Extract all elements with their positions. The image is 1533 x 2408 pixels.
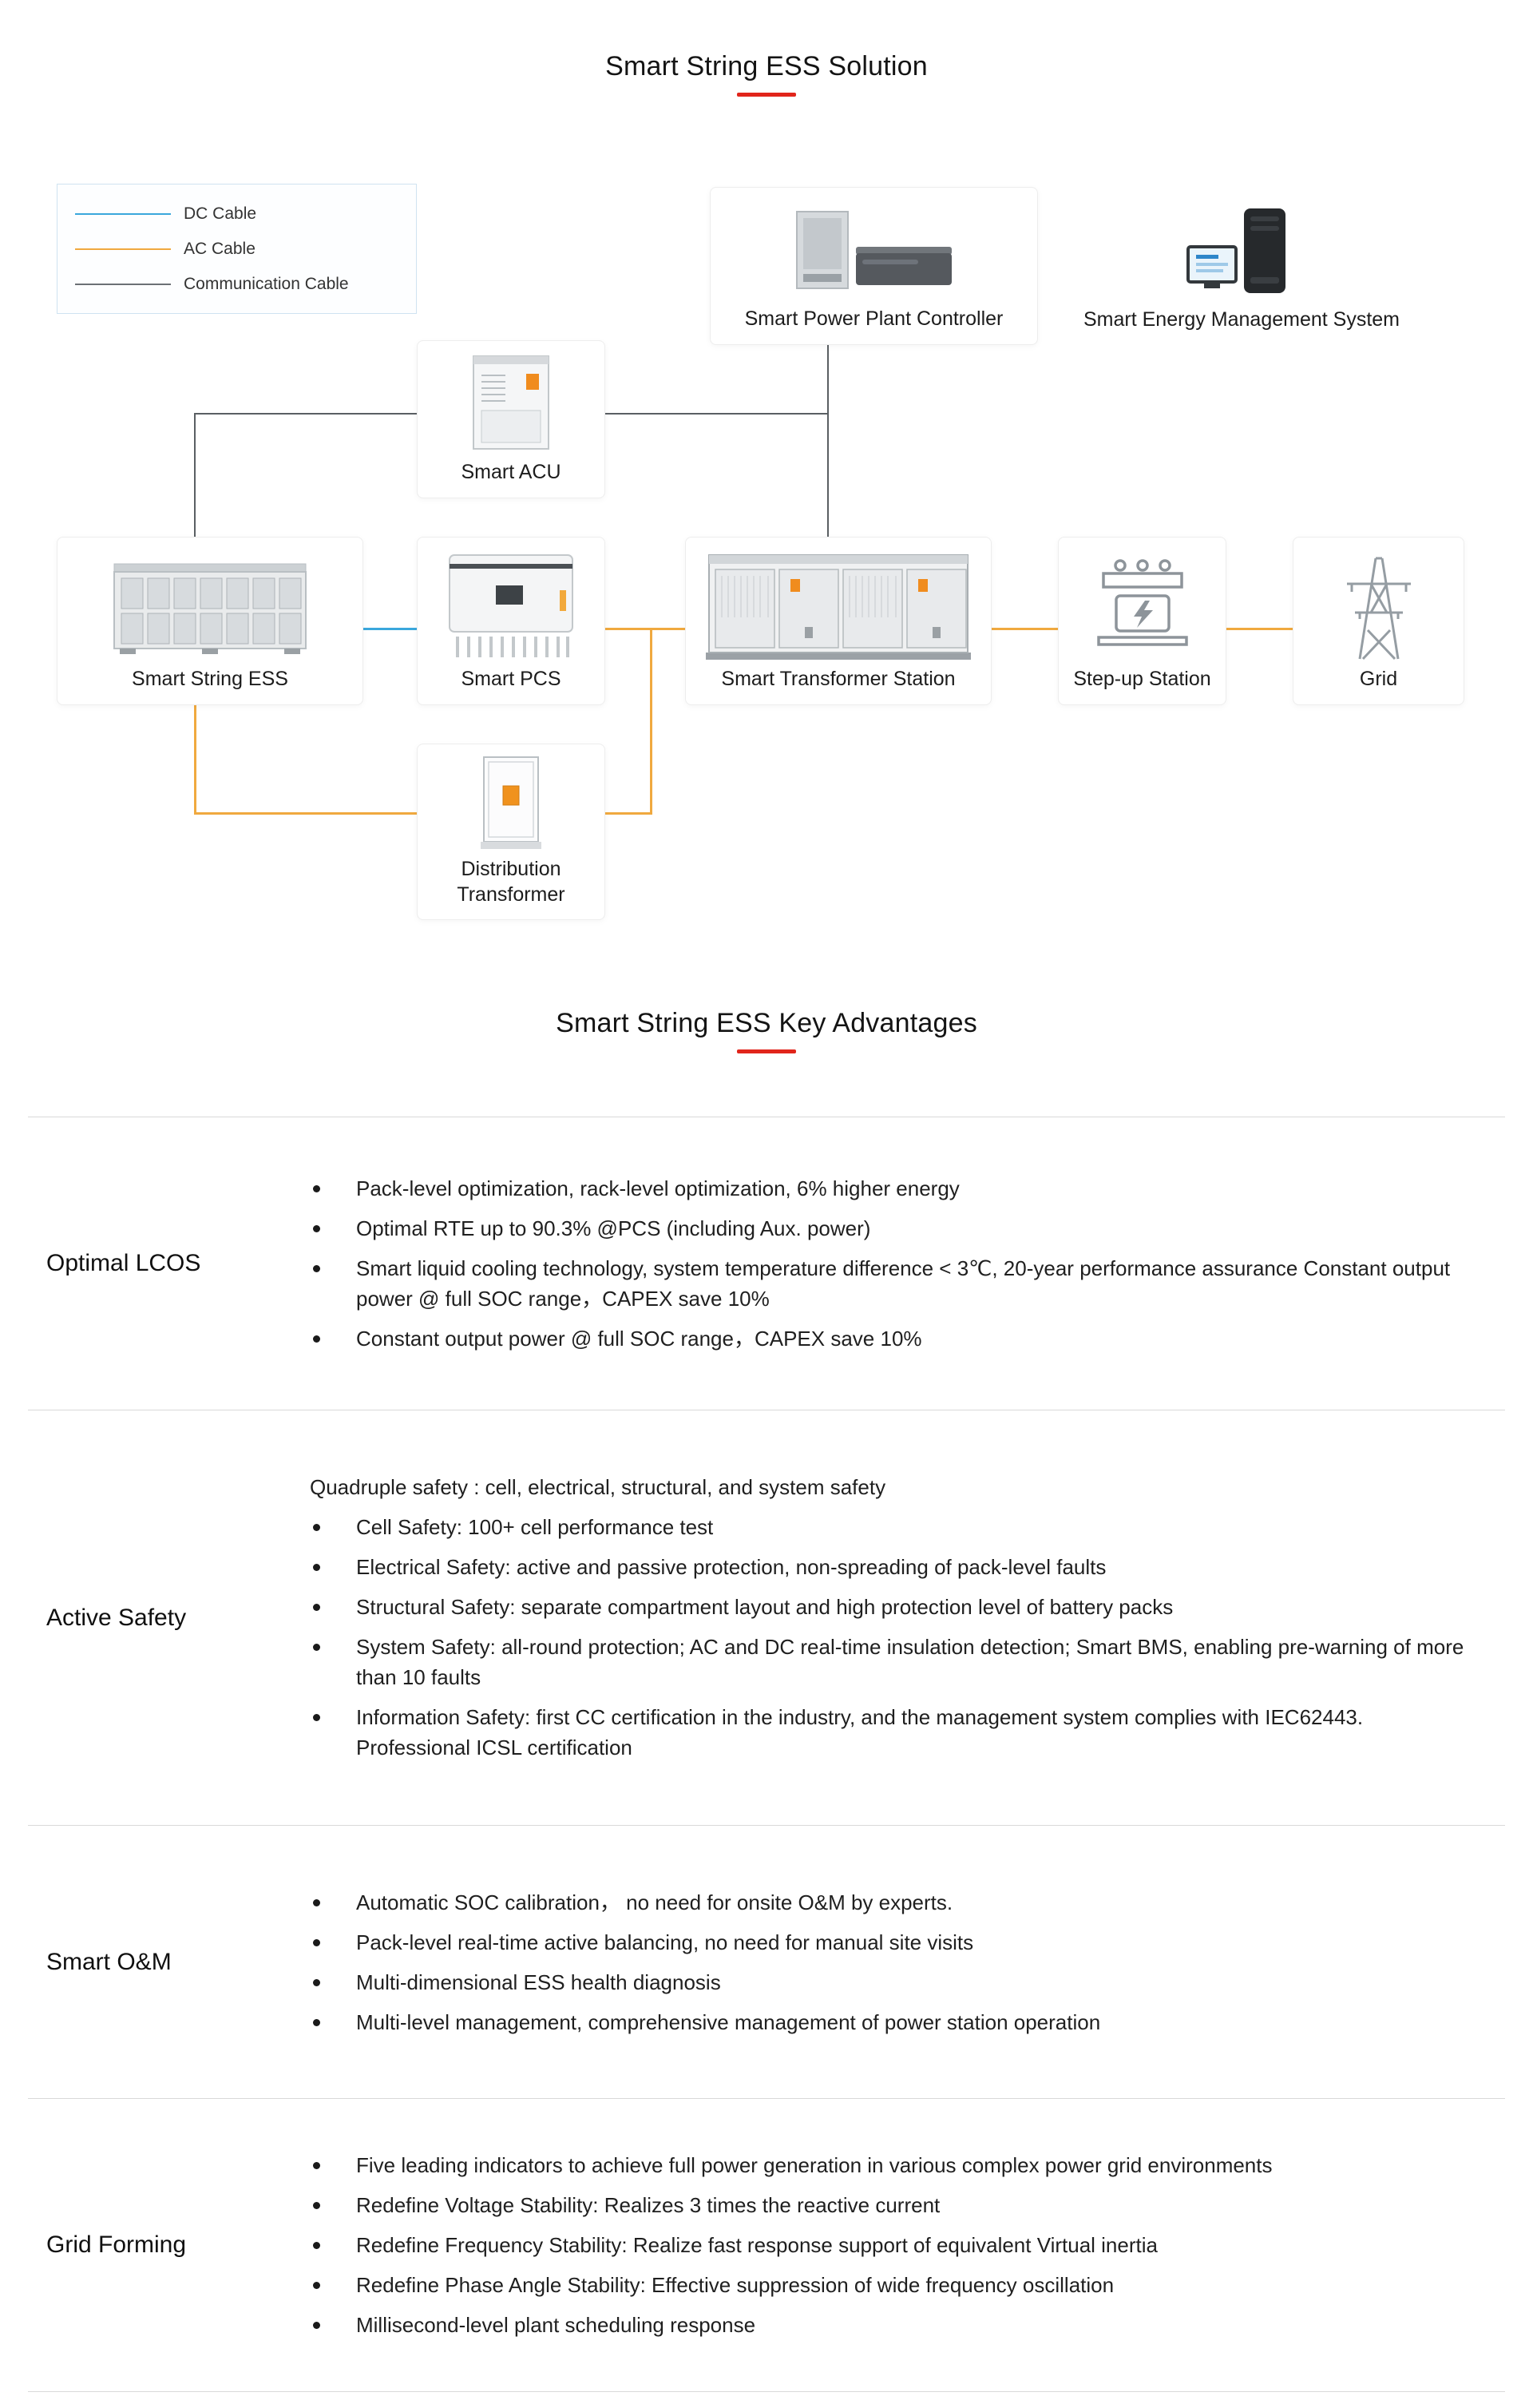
advantage-row-active-safety: Active Safety Quadruple safety : cell, e… [28, 1410, 1505, 1825]
ac-cable-line [650, 629, 652, 815]
advantage-bullet: Smart liquid cooling technology, system … [310, 1253, 1476, 1314]
node-smart-energy-management-system: Smart Energy Management System [1062, 188, 1421, 345]
ac-cable-line [604, 812, 652, 815]
smart-power-plant-controller-icon [782, 188, 966, 306]
solution-title-underline [737, 93, 796, 97]
node-label: Step-up Station [1073, 668, 1211, 690]
advantage-bullet: Pack-level real-time active balancing, n… [310, 1927, 1476, 1958]
advantage-bullet: Cell Safety: 100+ cell performance test [310, 1512, 1476, 1542]
advantage-category: Grid Forming [46, 2231, 187, 2258]
advantages-title-underline [737, 1049, 796, 1053]
smart-pcs-icon [443, 538, 579, 666]
node-smart-pcs: Smart PCS [417, 537, 605, 705]
communication-cable-swatch [75, 283, 171, 285]
legend-label: Communication Cable [184, 274, 349, 293]
advantage-intro: Quadruple safety : cell, electrical, str… [310, 1474, 886, 1499]
legend-row-comm: Communication Cable [75, 275, 416, 294]
legend-row-ac: AC Cable [75, 240, 416, 259]
advantage-bullet: Multi-dimensional ESS health diagnosis [310, 1967, 1476, 1997]
advantage-bullets: Pack-level optimization, rack-level opti… [310, 1164, 1476, 1363]
advantage-bullet: Electrical Safety: active and passive pr… [310, 1552, 1476, 1582]
node-distribution-transformer: Distribution Transformer [417, 744, 605, 920]
legend-label: AC Cable [184, 239, 256, 258]
dc-cable-line [361, 628, 420, 630]
ac-cable-line [194, 812, 419, 815]
distribution-transformer-icon [471, 744, 551, 856]
grid-tower-icon [1323, 538, 1435, 666]
node-label: Grid [1359, 668, 1398, 690]
advantage-bullets: Automatic SOC calibration， no need for o… [310, 1878, 1476, 2047]
advantage-bullet: Automatic SOC calibration， no need for o… [310, 1887, 1476, 1918]
smart-acu-icon [467, 341, 555, 459]
node-label: Smart String ESS [132, 668, 288, 690]
node-label: Smart PCS [461, 668, 561, 690]
advantage-category: Optimal LCOS [46, 1250, 201, 1276]
ac-cable-swatch [75, 248, 171, 250]
advantage-bullet: Constant output power @ full SOC range，C… [310, 1323, 1476, 1354]
node-smart-string-ess: Smart String ESS [57, 537, 363, 705]
node-label: Smart Transformer Station [721, 668, 956, 690]
node-smart-transformer-station: Smart Transformer Station [685, 537, 992, 705]
node-label: Smart Power Plant Controller [744, 307, 1004, 330]
node-step-up-station: Step-up Station [1058, 537, 1226, 705]
ac-cable-line [990, 628, 1060, 630]
smart-energy-management-system-icon [1182, 188, 1301, 307]
node-smart-acu: Smart ACU [417, 340, 605, 498]
advantage-bullet: System Safety: all-round protection; AC … [310, 1632, 1476, 1692]
advantage-row-grid-forming: Grid Forming Five leading indicators to … [28, 2098, 1505, 2392]
advantage-bullet: Multi-level management, comprehensive ma… [310, 2007, 1476, 2037]
advantage-bullets: Quadruple safety : cell, electrical, str… [310, 1464, 1476, 1772]
smart-string-ess-icon [110, 538, 310, 666]
smart-transformer-station-icon [703, 538, 974, 666]
legend-row-dc: DC Cable [75, 204, 416, 224]
node-label: Smart Energy Management System [1083, 308, 1400, 331]
advantage-bullet: Redefine Frequency Stability: Realize fa… [310, 2230, 1476, 2260]
advantage-bullets: Five leading indicators to achieve full … [310, 2140, 1476, 2350]
advantage-bullet: Optimal RTE up to 90.3% @PCS (including … [310, 1213, 1476, 1244]
advantage-bullet: Information Safety: first CC certificati… [310, 1702, 1476, 1763]
advantage-row-smart-om: Smart O&M Automatic SOC calibration， no … [28, 1825, 1505, 2098]
comm-cable-line [827, 343, 829, 538]
advantage-bullet: Pack-level optimization, rack-level opti… [310, 1173, 1476, 1204]
advantage-bullet: Structural Safety: separate compartment … [310, 1592, 1476, 1622]
cable-legend: DC Cable AC Cable Communication Cable [57, 184, 417, 314]
advantage-bullet: Five leading indicators to achieve full … [310, 2150, 1476, 2180]
dc-cable-swatch [75, 212, 171, 215]
advantage-bullet: Redefine Phase Angle Stability: Effectiv… [310, 2270, 1476, 2300]
node-grid: Grid [1293, 537, 1464, 705]
advantage-bullet: Redefine Voltage Stability: Realizes 3 t… [310, 2190, 1476, 2220]
advantage-category: Active Safety [46, 1604, 187, 1631]
advantage-row-optimal-lcos: Optimal LCOS Pack-level optimization, ra… [28, 1117, 1505, 1410]
ac-cable-line [604, 628, 687, 630]
node-label: Smart ACU [461, 461, 561, 483]
advantages-title: Smart String ESS Key Advantages [556, 1008, 977, 1038]
advantage-bullet: Millisecond-level plant scheduling respo… [310, 2310, 1476, 2340]
legend-label: DC Cable [184, 204, 257, 223]
advantage-category: Smart O&M [46, 1948, 172, 1975]
step-up-station-icon [1083, 538, 1202, 666]
ac-cable-line [194, 704, 196, 815]
comm-cable-line [194, 413, 196, 538]
ac-cable-line [1225, 628, 1295, 630]
node-smart-power-plant-controller: Smart Power Plant Controller [710, 187, 1038, 345]
node-label: Distribution Transformer [457, 858, 565, 906]
solution-title: Smart String ESS Solution [605, 51, 928, 81]
